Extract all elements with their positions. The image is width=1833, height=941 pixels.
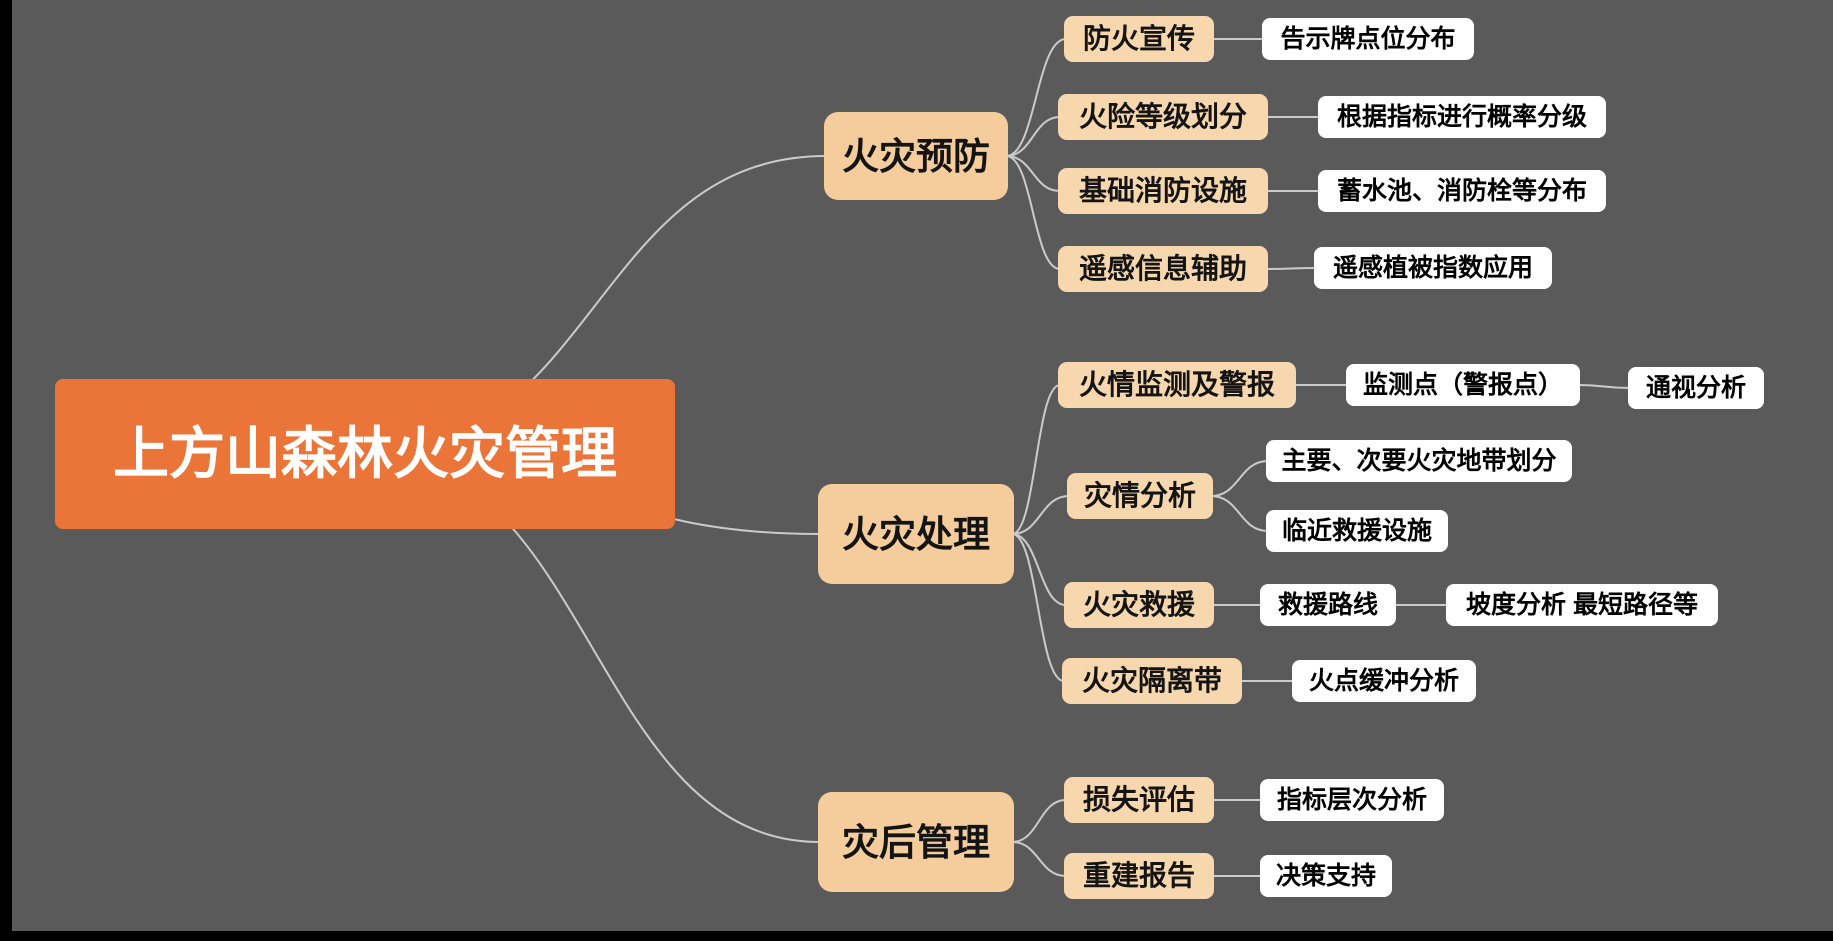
detail-decision-support[interactable]: 决策支持	[1260, 855, 1392, 897]
subtopic-disaster-analysis[interactable]: 灾情分析	[1067, 473, 1213, 519]
central-topic[interactable]: 上方山森林火灾管理	[55, 379, 675, 529]
subtopic-fire-risk-grading[interactable]: 火险等级划分	[1058, 94, 1268, 140]
detail-reservoir-hydrant-distribution[interactable]: 蓄水池、消防栓等分布	[1318, 170, 1606, 212]
subtopic-reconstruction-report[interactable]: 重建报告	[1064, 853, 1214, 899]
detail-slope-shortest-path[interactable]: 坡度分析 最短路径等	[1446, 584, 1718, 626]
detail-monitoring-points[interactable]: 监测点（警报点）	[1346, 364, 1580, 406]
main-topic-fire-prevention[interactable]: 火灾预防	[824, 112, 1008, 200]
detail-nearby-rescue-facilities[interactable]: 临近救援设施	[1266, 510, 1448, 552]
canvas-edge-bottom	[0, 931, 1833, 941]
subtopic-fire-publicity[interactable]: 防火宣传	[1064, 16, 1214, 62]
subtopic-fire-isolation-belt[interactable]: 火灾隔离带	[1062, 658, 1242, 704]
detail-viewshed-analysis[interactable]: 通视分析	[1628, 367, 1764, 409]
detail-rescue-route[interactable]: 救援路线	[1260, 584, 1396, 626]
detail-probability-grading[interactable]: 根据指标进行概率分级	[1318, 96, 1606, 138]
subtopic-fire-monitoring-alarm[interactable]: 火情监测及警报	[1058, 362, 1296, 408]
subtopic-basic-fire-facilities[interactable]: 基础消防设施	[1058, 168, 1268, 214]
detail-fire-zone-division[interactable]: 主要、次要火灾地带划分	[1266, 440, 1572, 482]
detail-ahp-analysis[interactable]: 指标层次分析	[1260, 779, 1444, 821]
canvas-edge-left	[0, 0, 12, 941]
subtopic-remote-sensing-assist[interactable]: 遥感信息辅助	[1058, 246, 1268, 292]
subtopic-loss-assessment[interactable]: 损失评估	[1064, 777, 1214, 823]
detail-fire-point-buffer[interactable]: 火点缓冲分析	[1292, 660, 1476, 702]
detail-vegetation-index-application[interactable]: 遥感植被指数应用	[1314, 247, 1552, 289]
main-topic-post-disaster[interactable]: 灾后管理	[818, 792, 1014, 892]
detail-signboard-distribution[interactable]: 告示牌点位分布	[1262, 18, 1474, 60]
main-topic-fire-handling[interactable]: 火灾处理	[818, 484, 1014, 584]
subtopic-fire-rescue[interactable]: 火灾救援	[1064, 582, 1214, 628]
